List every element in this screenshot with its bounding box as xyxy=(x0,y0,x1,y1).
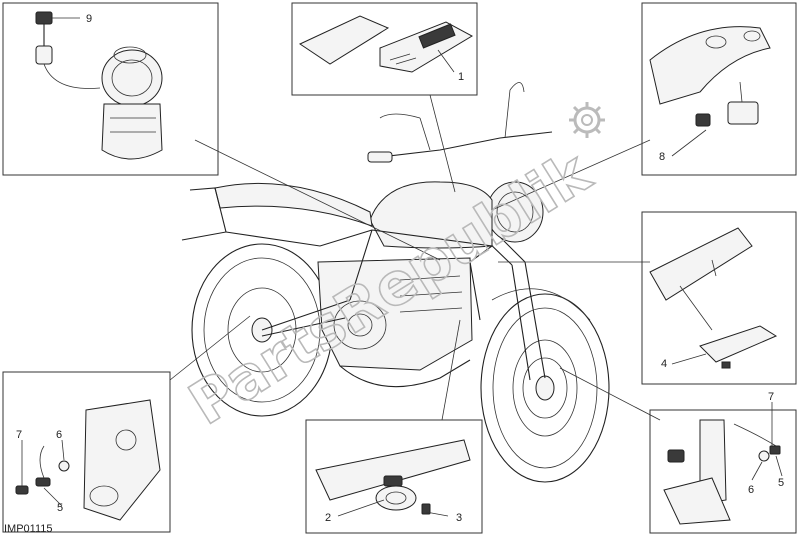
callout-4: 4 xyxy=(661,358,667,370)
motorcycle-drawing xyxy=(181,82,610,483)
callout-7-left: 7 xyxy=(16,429,22,441)
callout-6-left: 6 xyxy=(56,429,62,441)
box-battery xyxy=(641,211,797,385)
callout-5-right: 5 xyxy=(778,477,784,489)
callout-8: 8 xyxy=(659,151,665,163)
callout-2: 2 xyxy=(325,512,331,524)
box-rear-caliper xyxy=(2,371,171,533)
box-ecu xyxy=(291,2,478,96)
callout-6-right: 6 xyxy=(748,484,754,496)
leader-lines xyxy=(21,17,783,517)
box-fork-crown xyxy=(641,2,797,176)
callout-5-left: 5 xyxy=(57,502,63,514)
box-front-sensor xyxy=(649,409,797,534)
callout-3: 3 xyxy=(456,512,462,524)
callout-7-right: 7 xyxy=(768,391,774,403)
box-horn xyxy=(305,419,483,534)
callout-9: 9 xyxy=(86,13,92,25)
diagram-code: IMP01115 xyxy=(4,523,53,535)
box-throttle-body xyxy=(2,2,219,176)
gear-icon xyxy=(569,102,605,138)
callout-1: 1 xyxy=(458,71,464,83)
